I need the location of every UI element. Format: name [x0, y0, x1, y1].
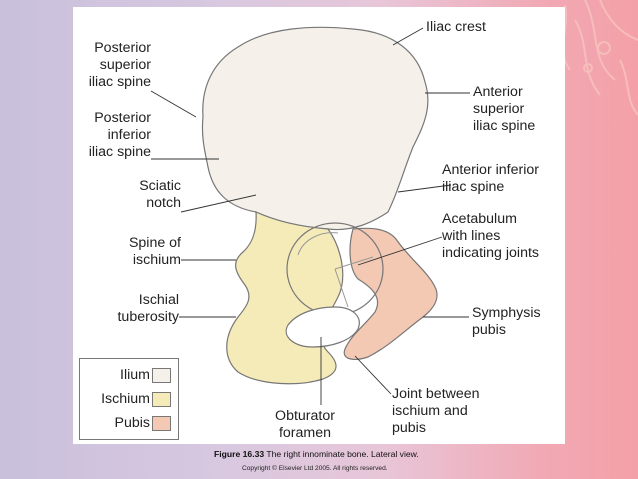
figure-caption: Figure 16.33 The right innominate bone. …	[214, 449, 419, 459]
legend-item-pubis: Pubis	[80, 413, 178, 433]
legend-swatch-pubis	[152, 416, 171, 431]
legend-label: Ilium	[120, 367, 150, 383]
figure-panel: Iliac crest Posterior superior iliac spi…	[73, 7, 565, 444]
legend-label: Pubis	[114, 415, 151, 431]
label-posterior-superior-iliac-spine: Posterior superior iliac spine	[88, 40, 151, 90]
pubis-region	[343, 227, 438, 360]
legend-label: Ischium	[101, 391, 150, 407]
caption-number: Figure 16.33	[214, 449, 265, 459]
innominate-bone-illustration	[150, 26, 470, 405]
obturator-foramen-shape	[285, 306, 360, 348]
label-joint-ischium-pubis: Joint between ischium and pubis	[392, 386, 480, 436]
label-obturator-foramen: Obturator foramen	[275, 408, 335, 441]
legend: Ilium Ischium Pubis	[79, 358, 179, 440]
label-sciatic-notch: Sciatic notch	[139, 178, 181, 211]
label-spine-of-ischium: Spine of ischium	[128, 235, 181, 268]
legend-swatch-ischium	[152, 392, 171, 407]
copyright-notice: Copyright © Elsevier Ltd 2005. All right…	[242, 465, 388, 472]
legend-item-ischium: Ischium	[80, 389, 178, 409]
label-acetabulum: Acetabulum with lines indicating joints	[442, 211, 540, 261]
ilium-region	[201, 26, 429, 231]
label-iliac-crest: Iliac crest	[426, 19, 486, 35]
label-symphysis-pubis: Symphysis pubis	[472, 305, 541, 338]
ischium-region	[226, 211, 344, 385]
caption-text: The right innominate bone. Lateral view.	[266, 449, 419, 459]
label-anterior-inferior-iliac-spine: Anterior inferior iliac spine	[442, 162, 539, 195]
legend-swatch-ilium	[152, 368, 171, 383]
label-posterior-inferior-iliac-spine: Posterior inferior iliac spine	[88, 110, 151, 160]
label-ischial-tuberosity: Ischial tuberosity	[117, 292, 179, 325]
label-anterior-superior-iliac-spine: Anterior superior iliac spine	[473, 84, 536, 134]
legend-item-ilium: Ilium	[80, 365, 178, 385]
